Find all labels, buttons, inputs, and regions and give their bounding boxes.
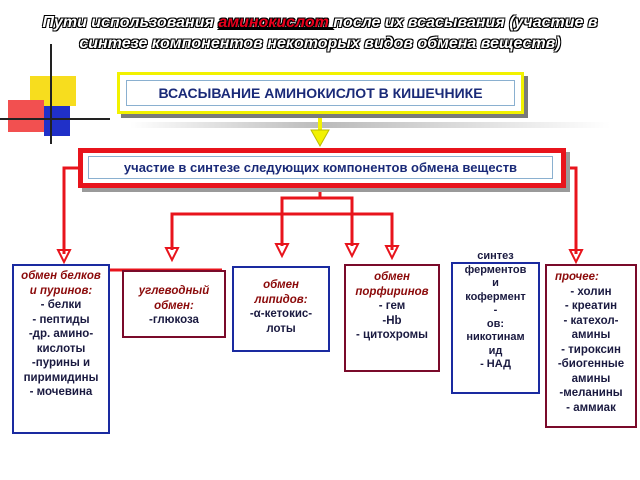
title-part2: после их всасывания (участие в	[333, 14, 598, 31]
box-line: -др. амино-	[28, 328, 94, 340]
blue-square	[44, 106, 70, 136]
box-heading: прочее:	[555, 271, 599, 283]
box-line: кислоты	[36, 342, 86, 355]
absorption-box: ВСАСЫВАНИЕ АМИНОКИСЛОТ В КИШЕЧНИКЕ	[117, 72, 524, 114]
box-heading: обмен	[374, 271, 410, 283]
box-line: лоты	[266, 322, 296, 335]
box-line: пиримидины	[23, 371, 99, 384]
box-heading: и пуринов:	[29, 284, 93, 297]
box-line: - креатин	[564, 300, 618, 312]
decorative-squares	[0, 0, 110, 150]
synthesis-label: участие в синтезе следующих компонентов …	[88, 156, 553, 179]
box-line: амины	[571, 372, 611, 385]
red-square	[8, 100, 44, 132]
red-arrowhead-left	[56, 249, 72, 265]
yellow-arrowhead	[310, 129, 330, 148]
title-line2: синтезе компонентов некоторых видов обме…	[79, 35, 561, 52]
red-arrowhead-carb	[164, 247, 180, 263]
box-heading: обмен	[263, 279, 299, 291]
title-highlight: аминокислот	[218, 14, 334, 31]
box-line: - тироксин	[561, 343, 621, 356]
box-line: -	[493, 304, 498, 316]
box-line: ов:	[486, 317, 505, 330]
box-line: - аммиак	[566, 401, 616, 414]
protein-metabolism-box: обмен белков и пуринов: - белки - пептид…	[12, 264, 110, 434]
box-heading: обмен белков	[21, 270, 101, 282]
synthesis-box: участие в синтезе следующих компонентов …	[78, 148, 566, 188]
box-heading: углеводный	[138, 285, 210, 297]
box-heading: липидов:	[254, 293, 308, 306]
box-line: никотинам	[466, 331, 525, 343]
box-line: синтез	[477, 250, 514, 262]
red-arrowhead-lipid	[274, 243, 290, 259]
box-line: -Hb	[382, 314, 402, 327]
box-line: - НАД	[480, 358, 511, 370]
box-line: -пурины и	[31, 357, 91, 369]
lipid-metabolism-box: обмен липидов: -α-кетокис- лоты	[232, 266, 330, 352]
box-line: кофермент	[465, 290, 526, 303]
red-connector-left	[62, 166, 78, 254]
slide-title: Пути использования аминокислот после их …	[10, 12, 630, 54]
absorption-label: ВСАСЫВАНИЕ АМИНОКИСЛОТ В КИШЕЧНИКЕ	[126, 80, 515, 106]
box-line: - пептиды	[32, 313, 90, 326]
box-line: - гем	[378, 300, 406, 312]
box-line: - белки	[40, 299, 82, 311]
red-connector-right	[566, 166, 578, 254]
red-bracket-inner	[280, 196, 354, 246]
horizontal-rule	[0, 118, 110, 120]
box-line: -глюкоза	[149, 314, 199, 326]
box-line: - цитохромы	[355, 329, 428, 341]
other-box: прочее: - холин - креатин - катехол- ами…	[545, 264, 637, 428]
box-line: амины	[571, 329, 611, 341]
enzyme-synthesis-box: синтез ферментов и кофермент - ов: никот…	[451, 250, 540, 394]
red-arrowhead-inner	[344, 243, 360, 259]
box-line: ид	[488, 344, 503, 357]
vertical-rule	[50, 44, 52, 144]
box-line: и	[492, 277, 499, 289]
box-line: -меланины	[559, 387, 623, 399]
porphyrin-metabolism-box: обмен порфиринов - гем -Hb - цитохромы	[344, 264, 440, 372]
box-heading: обмен:	[154, 299, 194, 312]
box-line: - холин	[570, 285, 612, 298]
gradient-bar	[130, 122, 610, 128]
box-line: - катехол-	[563, 314, 619, 327]
carbohydrate-metabolism-box: углеводный обмен: -глюкоза	[122, 270, 226, 338]
box-heading: порфиринов	[355, 285, 429, 298]
box-line: -биогенные	[557, 358, 625, 370]
box-line: - мочевина	[29, 386, 93, 398]
red-arrowhead-right	[568, 249, 584, 265]
box-line: ферментов	[464, 263, 527, 276]
box-line: -α-кетокис-	[249, 308, 313, 320]
title-part1: Пути использования	[42, 14, 219, 31]
red-arrowhead-porph	[384, 245, 400, 261]
